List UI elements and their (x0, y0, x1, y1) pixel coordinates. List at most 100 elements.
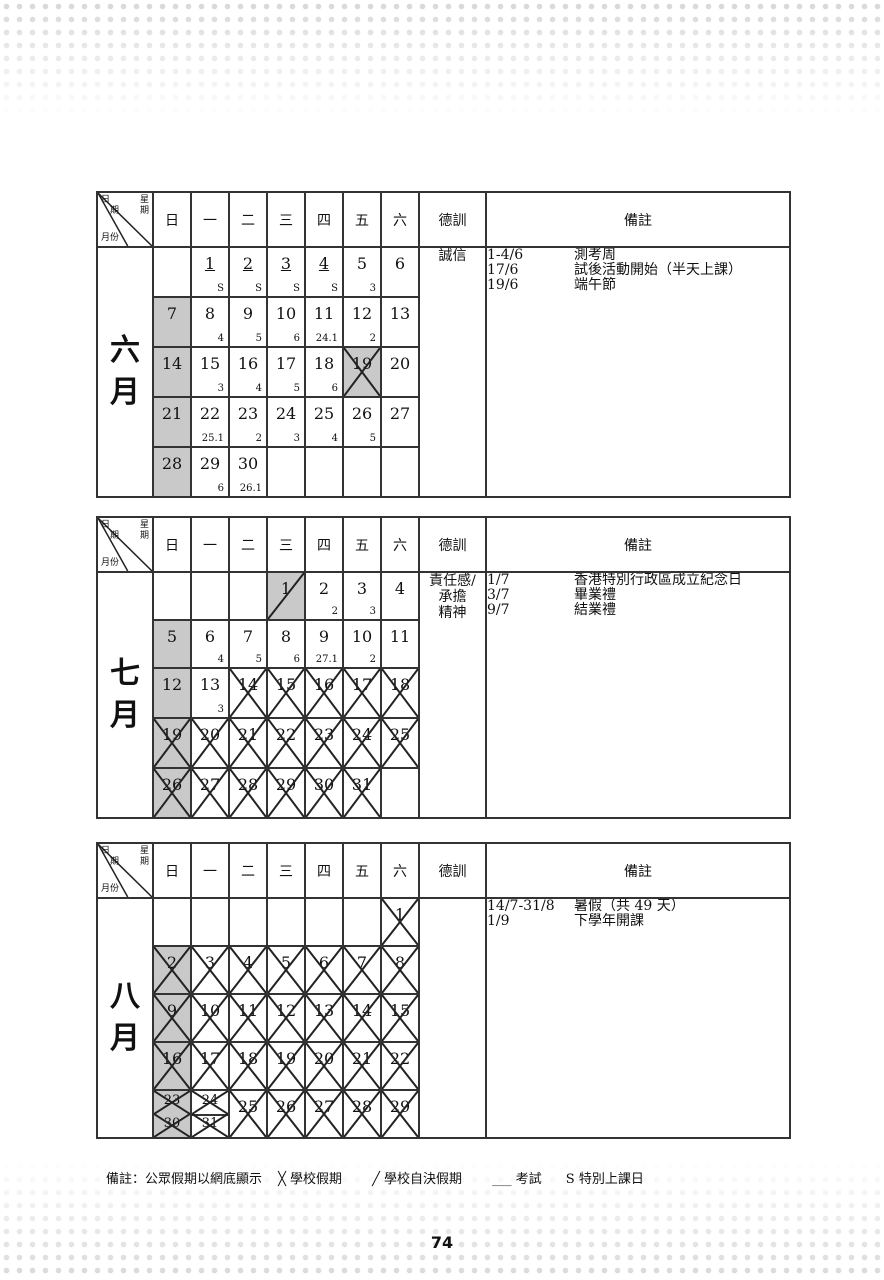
day-cell (342, 897, 382, 947)
day-cell: 20 (380, 346, 420, 398)
school-holiday-cross-icon (344, 348, 380, 396)
day-cell: 18 (228, 1041, 268, 1091)
day-number: 6 (204, 627, 216, 646)
weekday-header: 二 (228, 516, 268, 573)
day-cell: 16 (152, 1041, 192, 1091)
note-date: 1/9 (487, 913, 510, 929)
day-number: 5 (166, 627, 178, 646)
cycle-day-label: 3 (293, 433, 300, 444)
legend-label: 備註：公眾假期以網底顯示 (106, 1172, 263, 1187)
day-number: 12 (351, 304, 373, 323)
day-number: 11 (313, 304, 335, 323)
weekday-header: 一 (190, 516, 230, 573)
school-holiday-cross-icon (192, 719, 228, 767)
day-number: 31 (351, 775, 373, 794)
day-cell: 20 (304, 1041, 344, 1091)
cycle-day-label: 24.1 (315, 333, 338, 344)
day-number: 9 (166, 1001, 178, 1020)
day-cell: 3 (190, 945, 230, 995)
day-number: 25 (237, 1097, 259, 1116)
day-cell: 5 (152, 619, 192, 669)
day-cell: 10 (190, 993, 230, 1043)
school-holiday-cross-icon (382, 995, 418, 1041)
day-number: 29 (389, 1097, 411, 1116)
school-holiday-cross-icon (230, 947, 266, 993)
school-holiday-cross-icon (344, 719, 380, 767)
day-cell: 28 (228, 767, 268, 819)
day-number: 28 (237, 775, 259, 794)
note-date: 9/7 (487, 602, 510, 618)
school-holiday-cross-icon (192, 947, 228, 993)
school-holiday-cross-icon (306, 769, 342, 817)
cycle-day-label: 5 (255, 654, 262, 665)
day-cell: 12 (152, 667, 192, 719)
corner-header: 星期日期月份 (96, 191, 154, 248)
day-number: 22 (389, 1049, 411, 1068)
day-number: 27 (313, 1097, 335, 1116)
day-number: 7 (166, 304, 178, 323)
day-cell: 28 (152, 446, 192, 498)
school-holiday-cross-icon (230, 995, 266, 1041)
cycle-day-label: S (293, 283, 300, 294)
day-cell: 30 (304, 767, 344, 819)
day-number: 30 (313, 775, 335, 794)
day-number: 8 (204, 304, 216, 323)
legend-special: S 特別上課日 (565, 1172, 644, 1187)
day-number: 24 (275, 404, 297, 423)
day-cell: 4 (380, 571, 420, 621)
day-cell: 18 (380, 667, 420, 719)
school-holiday-cross-icon (382, 1091, 418, 1137)
school-holiday-cross-icon (306, 1043, 342, 1089)
note-date: 19/6 (487, 277, 519, 293)
day-cell: 14 (152, 346, 192, 398)
weekday-header: 四 (304, 191, 344, 248)
month-name-cell: 六 月 (96, 246, 154, 498)
day-number: 19 (351, 354, 373, 373)
note-date: 17/6 (487, 262, 519, 278)
legend-exam-line: ___ (492, 1172, 512, 1187)
school-holiday-cross-icon (268, 995, 304, 1041)
month-name-cell: 七 月 (96, 571, 154, 819)
split-day-half: 24 (193, 1091, 227, 1116)
weekday-header: 五 (342, 842, 382, 899)
cycle-day-label: 5 (293, 383, 300, 394)
day-number: 23 (313, 725, 335, 744)
day-cell: 17 (342, 667, 382, 719)
note-text: 暑假（共 49 天） (574, 898, 685, 914)
day-cell: 28 (342, 1089, 382, 1139)
moral-header: 德訓 (418, 842, 487, 899)
day-cell: 21 (152, 396, 192, 448)
day-cell (152, 246, 192, 298)
weekday-header: 六 (380, 191, 420, 248)
school-holiday-cross-icon (382, 719, 418, 767)
day-number: 17 (351, 675, 373, 694)
day-number: 12 (161, 675, 183, 694)
school-holiday-cross-icon (306, 947, 342, 993)
day-cell: 23 (304, 717, 344, 769)
day-cell: 21 (342, 1041, 382, 1091)
cycle-day-label: 4 (217, 333, 224, 344)
day-number: 16 (237, 354, 259, 373)
weekday-header: 三 (266, 516, 306, 573)
day-cell: 6 (380, 246, 420, 298)
day-number: 6 (394, 254, 406, 273)
day-cell: 14 (228, 667, 268, 719)
day-number: 12 (275, 1001, 297, 1020)
day-number: 7 (356, 953, 368, 972)
weekday-header: 一 (190, 842, 230, 899)
day-cell: 25 (380, 717, 420, 769)
